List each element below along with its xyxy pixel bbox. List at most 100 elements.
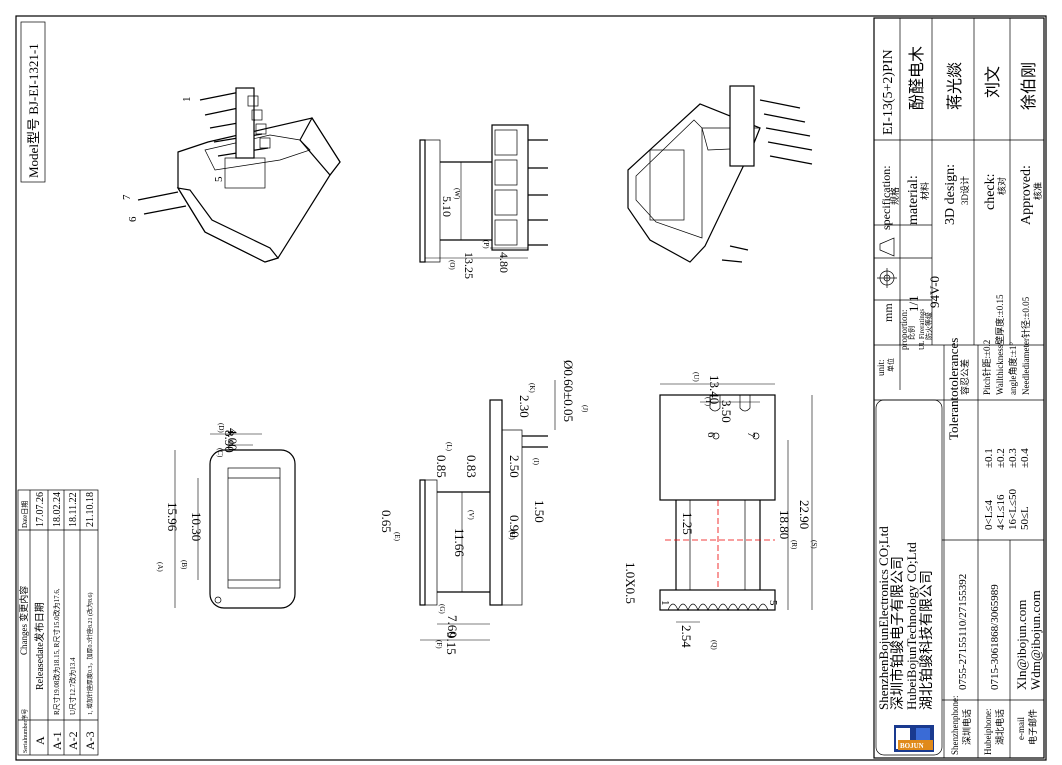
contact-label: Shenzhenphone:: [950, 696, 960, 755]
dim-0-90: 0.90: [507, 515, 522, 538]
design-label: 3D design:: [943, 164, 958, 225]
iso-pin-label-1: 1: [181, 97, 193, 103]
dim-c: (C): [216, 448, 224, 458]
iso-pin-label-7: 7: [121, 194, 133, 200]
iso-pin-label-6: 6: [127, 216, 139, 222]
dim-0-83: 0.83: [464, 455, 479, 478]
dim-9-15: 9.15: [444, 632, 459, 655]
dim-i: (I): [532, 458, 540, 466]
dim-w: (W): [453, 188, 461, 200]
contact-value: 0715-3061868/3065989: [989, 584, 1001, 690]
side-view-middle: 2.30 (K) Ø0.60±0.05 (J) 0.85 (L) 0.83 2.…: [379, 360, 589, 655]
rev-row-date: 21.10.18: [85, 492, 96, 527]
dim-1-25: 1.25: [680, 512, 695, 535]
dim-1-50: 1.50: [532, 500, 547, 523]
dim-q: (Q): [710, 640, 718, 650]
approved-value: 徐伯刚: [1020, 62, 1038, 110]
pin-1-label: 1: [659, 600, 671, 606]
dim-2-54: 2.54: [679, 625, 694, 648]
model-label-box: Model型号 BJ-EI-1321-1: [20, 21, 46, 183]
proportion-label: proportion:: [899, 310, 909, 351]
material-label: material:: [906, 175, 921, 225]
unit-value: mm: [881, 303, 895, 322]
dim-r: (R): [790, 540, 798, 550]
dim-5-10: 5.10: [440, 196, 454, 217]
dim-4-80: 4.80: [497, 252, 511, 273]
proportion-label-cn: 比例: [907, 326, 916, 340]
dim-0-60: Ø0.60±0.05: [561, 360, 576, 422]
dim-f: (F): [435, 640, 443, 649]
design-label-cn: 3D设计: [959, 176, 970, 205]
check-label-cn: 核对: [996, 177, 1007, 195]
company-name-en-2: HubeiBojunTechnology CO;Ltd: [904, 542, 919, 710]
rev-row-date: 18.11.22: [68, 492, 79, 527]
rev-row-serial: A-3: [83, 731, 97, 750]
dim-t: (T): [704, 397, 712, 407]
revision-table: Serialnumber序号 Changes 变更内容 Date日期 A Rel…: [17, 489, 99, 756]
dim-3-50: 3.50: [719, 400, 734, 423]
spec-value: EI-13(5+2)PIN: [881, 49, 896, 135]
sheet-border: [15, 15, 1047, 761]
rev-header-changes: Changes 变更内容: [18, 586, 29, 655]
dim-15-96: 15.96: [165, 502, 180, 532]
check-value: 刘文: [984, 66, 1002, 98]
dim-18-80: 18.80: [777, 510, 792, 539]
rev-row-change: R尺寸19.08改为18.15, R尺寸15.0改为17.6,: [52, 588, 61, 715]
rev-row-change: 1, 增加针座厚度0.3，加厚0.3针座8.21 (改为8.6): [86, 593, 94, 716]
isometric-view-right: [627, 85, 813, 263]
dim-13-25: 13.25: [462, 252, 476, 279]
unit-label-cn: 单位: [886, 358, 895, 372]
tolerance-note: Wallthickness壁厚度:±0.15: [994, 294, 1005, 395]
dim-o: (O): [448, 260, 456, 270]
dim-13-40: 13.40: [707, 375, 722, 404]
tolerance-note: Pitch针距:±0.2: [981, 340, 992, 395]
dim-10-30: 10.30: [189, 512, 204, 541]
rev-row-serial: A-1: [50, 731, 64, 750]
tolerance-value: ±0.3: [1007, 448, 1019, 468]
rev-row-change: Releasedate发布日期: [33, 602, 46, 690]
rev-header-serial: Serialnumber序号: [21, 709, 29, 753]
dim-22-90: 22.90: [797, 500, 812, 529]
tolerance-value: ±0.4: [1019, 448, 1031, 468]
rev-header-date: Date日期: [21, 501, 29, 528]
tolerance-range: 4<L≤16: [995, 494, 1007, 530]
model-label: Model型号 BJ-EI-1321-1: [26, 43, 41, 178]
bottom-view: 13.40 (U) 3.50 (T) 6 7 1.25 18.80 (R) 22…: [623, 372, 818, 650]
contact-email: Xln@ibojun.com: [1014, 600, 1029, 690]
bojun-logo: BOJUN: [894, 725, 934, 752]
spec-label: specification:: [879, 165, 893, 230]
dim-g: (G): [438, 604, 446, 614]
pin-6-label: 6: [705, 432, 717, 438]
tolerance-value: ±0.2: [995, 448, 1007, 468]
dim-p: (P): [482, 240, 490, 249]
tolerance-note: Needlediameter针径:±0.05: [1020, 296, 1031, 395]
rev-row-date: 18.02.24: [52, 492, 63, 527]
dim-h: (H): [508, 530, 516, 540]
material-label-cn: 材料: [919, 182, 930, 200]
contact-label: Hubeiphone:: [983, 709, 993, 756]
fire-label: UL Fireratings: [918, 309, 926, 350]
contact-value: 0755-27155110/27155392: [957, 574, 969, 690]
material-value: 酚醛电木: [908, 46, 926, 110]
dim-2-30: 2.30: [517, 395, 532, 418]
dim-d: (D): [217, 423, 225, 433]
dim-b: (B): [180, 560, 188, 570]
dim-2-50: 2.50: [507, 455, 522, 478]
front-view: 15.96 (A) 10.30 (B) 8.90 (D) 4.00 (C): [156, 423, 296, 609]
dim-u: (U): [692, 372, 700, 382]
iso-pins-right: [721, 85, 813, 263]
company-name-en: ShenzhenBojunElectronics CO;Ltd: [876, 526, 891, 710]
tolerance-value: ±0.1: [983, 448, 995, 468]
company-name-cn-2: 湖北铂骏科技有限公司: [919, 570, 935, 710]
rev-row-date: 17.07.26: [35, 492, 46, 527]
tolerances-title: Tolerantotolerances: [946, 338, 961, 440]
spec-label-cn: 规格: [889, 187, 900, 205]
dim-8-90: 8.90: [222, 430, 237, 453]
contact-label-cn: 深圳电话: [961, 709, 972, 745]
fire-value: 94V-0: [927, 276, 942, 308]
dim-4-00: 4.00: [225, 428, 240, 451]
tolerance-range: 50≤L: [1019, 506, 1031, 530]
approved-label-cn: 核准: [1032, 182, 1043, 200]
pin-7-label: 7: [745, 432, 757, 438]
title-block: specification: 规格 EI-13(5+2)PIN material…: [873, 17, 1045, 759]
